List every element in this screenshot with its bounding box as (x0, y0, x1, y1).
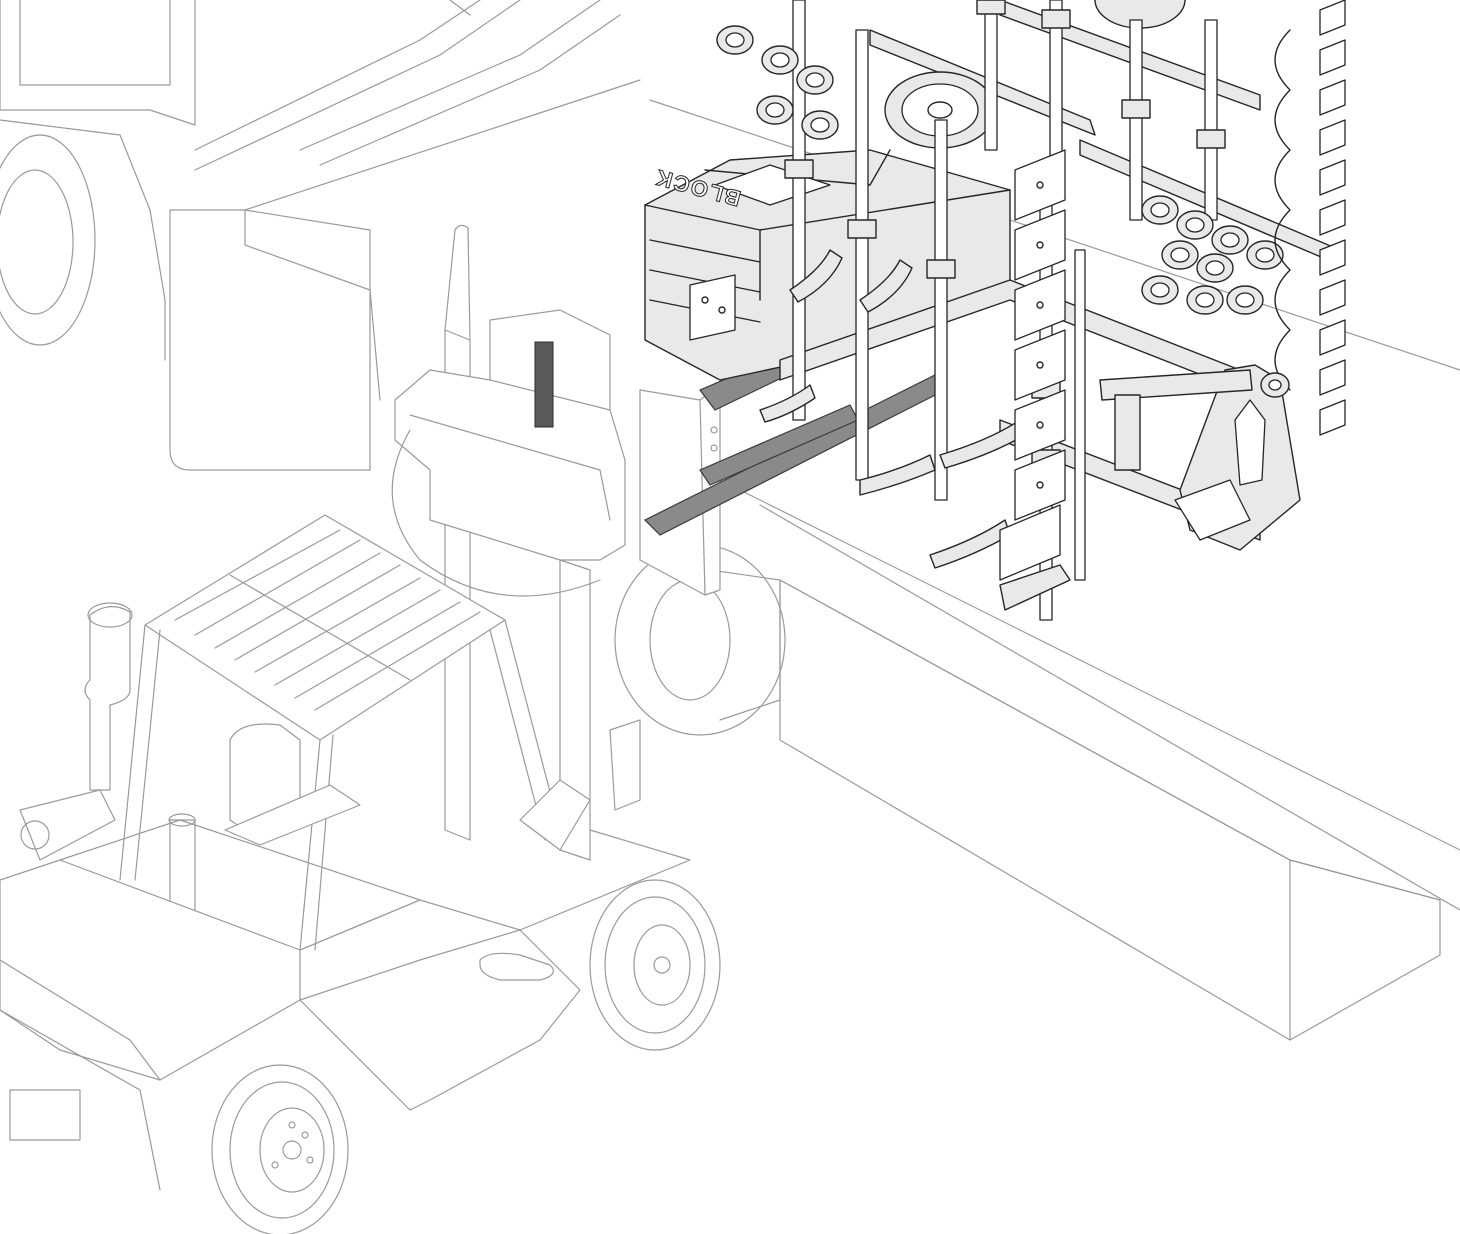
front-wheel-left (211, 1064, 349, 1234)
front-step (299, 929, 581, 1111)
forklift-body (0, 859, 301, 1081)
truck-background (0, 0, 1460, 1041)
truck-wheel-outer (0, 134, 96, 346)
exhaust-stack (84, 606, 131, 791)
spring-tines (716, 25, 1284, 315)
cultivator-machine: BLOCK (644, 0, 1346, 621)
hitch-frame (1099, 364, 1301, 551)
carriage-frame (394, 369, 626, 561)
center-tine-column (999, 149, 1071, 611)
top-beam (869, 29, 1096, 136)
truck-wheel-inner (0, 169, 74, 315)
control-panel (689, 274, 736, 341)
forklift (0, 224, 721, 1234)
front-wheel-right (589, 879, 721, 1051)
mast-channel-dark (534, 341, 554, 428)
air-cleaner (19, 789, 116, 861)
tilt-cylinder (519, 779, 591, 851)
curved-tines (759, 249, 1026, 569)
right-tine-column (1274, 0, 1346, 436)
